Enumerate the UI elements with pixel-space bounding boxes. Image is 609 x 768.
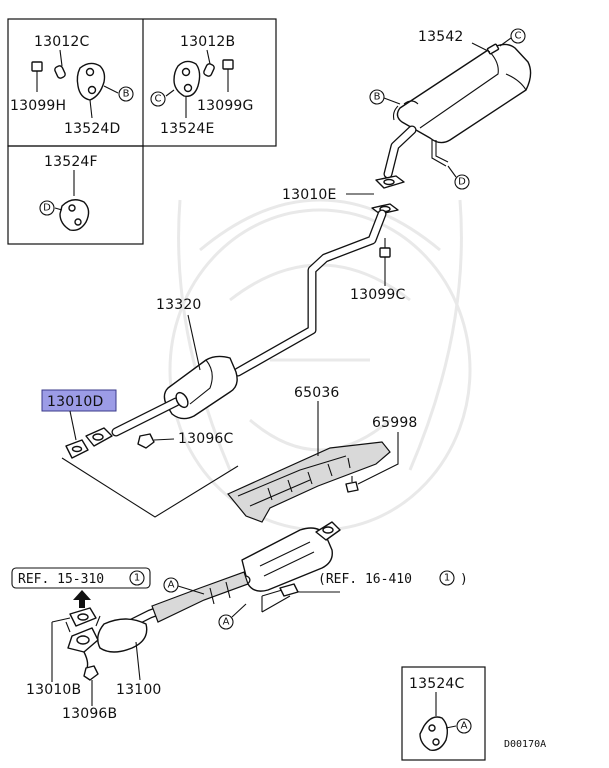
bolt-13099C[interactable] bbox=[379, 238, 391, 270]
callout-b-muffler: B bbox=[369, 89, 385, 105]
callout-c-muffler: C bbox=[510, 28, 526, 44]
label-13010E: 13010E bbox=[282, 187, 337, 203]
leader-bracket bbox=[61, 457, 239, 518]
callout-a-hanger-text: A bbox=[461, 721, 468, 732]
callout-d-muffler-text: D bbox=[458, 177, 466, 188]
ref1-text: REF. 15-310 bbox=[18, 572, 104, 587]
nut-13096B[interactable] bbox=[83, 665, 99, 681]
label-13096C: 13096C bbox=[178, 431, 234, 447]
hanger-set-d[interactable]: 13012C 13099H 13524D bbox=[10, 34, 121, 137]
label-13524F: 13524F bbox=[44, 154, 98, 170]
label-13524E: 13524E bbox=[160, 121, 215, 137]
ref-16-410[interactable]: (REF. 16-410 1 ) bbox=[318, 570, 468, 587]
inset-box-hangers bbox=[7, 18, 277, 245]
callout-a-front-text: A bbox=[168, 580, 175, 591]
catalytic-converter[interactable] bbox=[241, 521, 341, 592]
label-13096B: 13096B bbox=[62, 706, 117, 722]
callout-c-hanger: C bbox=[150, 91, 166, 107]
callout-d-muffler: D bbox=[454, 174, 470, 190]
label-65998: 65998 bbox=[372, 415, 418, 431]
label-65036: 65036 bbox=[294, 385, 340, 401]
callout-c-text: C bbox=[155, 94, 162, 105]
ref-box-15-310[interactable]: REF. 15-310 1 bbox=[11, 567, 151, 589]
callout-b-muffler-text: B bbox=[374, 92, 381, 103]
flange-center-front bbox=[85, 427, 113, 447]
ref2-num: 1 bbox=[444, 573, 450, 584]
ref2-text: (REF. 16-410 bbox=[318, 572, 412, 587]
label-13100: 13100 bbox=[116, 682, 162, 698]
callout-c-muffler-text: C bbox=[515, 31, 522, 42]
callout-b-text: B bbox=[123, 89, 130, 100]
oxygen-sensor-ref bbox=[261, 583, 340, 613]
label-13012C: 13012C bbox=[34, 34, 90, 50]
gasket-13010D[interactable] bbox=[65, 439, 89, 459]
callout-a-lower-text: A bbox=[223, 617, 230, 628]
heat-shield[interactable] bbox=[227, 441, 391, 523]
label-13010B: 13010B bbox=[26, 682, 81, 698]
center-pipe[interactable] bbox=[111, 209, 387, 437]
callout-a-front: A bbox=[163, 577, 179, 593]
front-pipe[interactable] bbox=[65, 571, 251, 671]
callout-a-lower: A bbox=[218, 614, 234, 630]
muffler-hanger-bracket bbox=[431, 140, 449, 167]
callout-a-hanger: A bbox=[456, 718, 472, 734]
screw-65998[interactable] bbox=[345, 476, 359, 493]
callout-d-hanger: D bbox=[39, 200, 55, 216]
gasket-13010E[interactable] bbox=[371, 175, 405, 215]
muffler-inlet-pipe bbox=[383, 125, 417, 179]
up-arrow bbox=[73, 590, 91, 608]
ref1-num: 1 bbox=[134, 573, 140, 584]
diagram-code: D00170A bbox=[504, 739, 546, 750]
hanger-c-box[interactable]: 13524C bbox=[401, 666, 486, 761]
label-13010D-highlight[interactable]: 13010D bbox=[41, 389, 117, 412]
label-13012B: 13012B bbox=[180, 34, 235, 50]
label-13099C: 13099C bbox=[350, 287, 406, 303]
main-muffler[interactable] bbox=[392, 43, 532, 144]
callout-b-hanger: B bbox=[118, 86, 134, 102]
callout-d-text: D bbox=[43, 203, 51, 214]
label-13542: 13542 bbox=[418, 29, 464, 45]
gasket-13010B[interactable] bbox=[69, 607, 97, 627]
label-13099G: 13099G bbox=[197, 98, 254, 114]
hanger-f[interactable]: 13524F bbox=[44, 154, 98, 232]
hanger-set-e[interactable]: 13012B 13099G 13524E bbox=[160, 34, 254, 137]
ref2-tail: ) bbox=[460, 572, 468, 587]
label-13010D: 13010D bbox=[47, 394, 104, 410]
nut-13096C[interactable] bbox=[137, 433, 155, 449]
label-13524C: 13524C bbox=[409, 676, 465, 692]
label-13099H: 13099H bbox=[10, 98, 66, 114]
label-13320: 13320 bbox=[156, 297, 202, 313]
label-13524D: 13524D bbox=[64, 121, 121, 137]
